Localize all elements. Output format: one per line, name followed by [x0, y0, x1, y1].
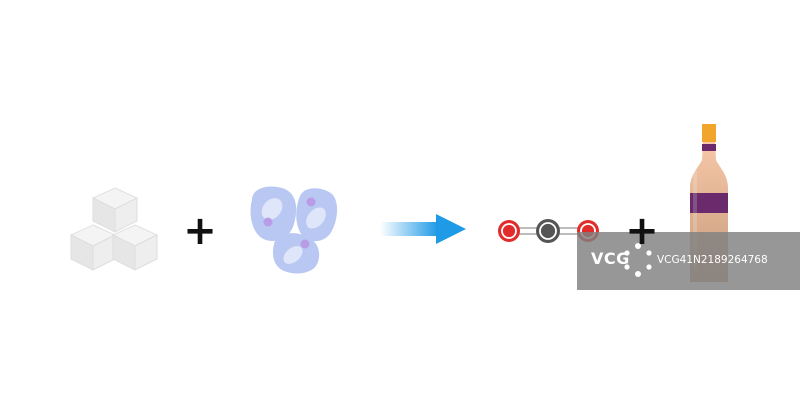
carbon-atom [536, 219, 560, 243]
plus-sign-2-wrapper: + [625, 208, 659, 250]
oxygen-atom-left [498, 220, 520, 242]
watermark-id: VCG41N2189264768 [657, 254, 768, 266]
yeast-cells-icon [250, 186, 338, 274]
watermark-star-icon [624, 243, 652, 277]
reaction-arrow-icon [380, 214, 466, 244]
plus-sign: + [183, 208, 217, 254]
plus-sign-2: + [625, 208, 659, 250]
watermark-logo: VCG [591, 249, 630, 268]
sugar-cubes-icon [69, 187, 159, 271]
watermark-overlay [577, 232, 800, 290]
